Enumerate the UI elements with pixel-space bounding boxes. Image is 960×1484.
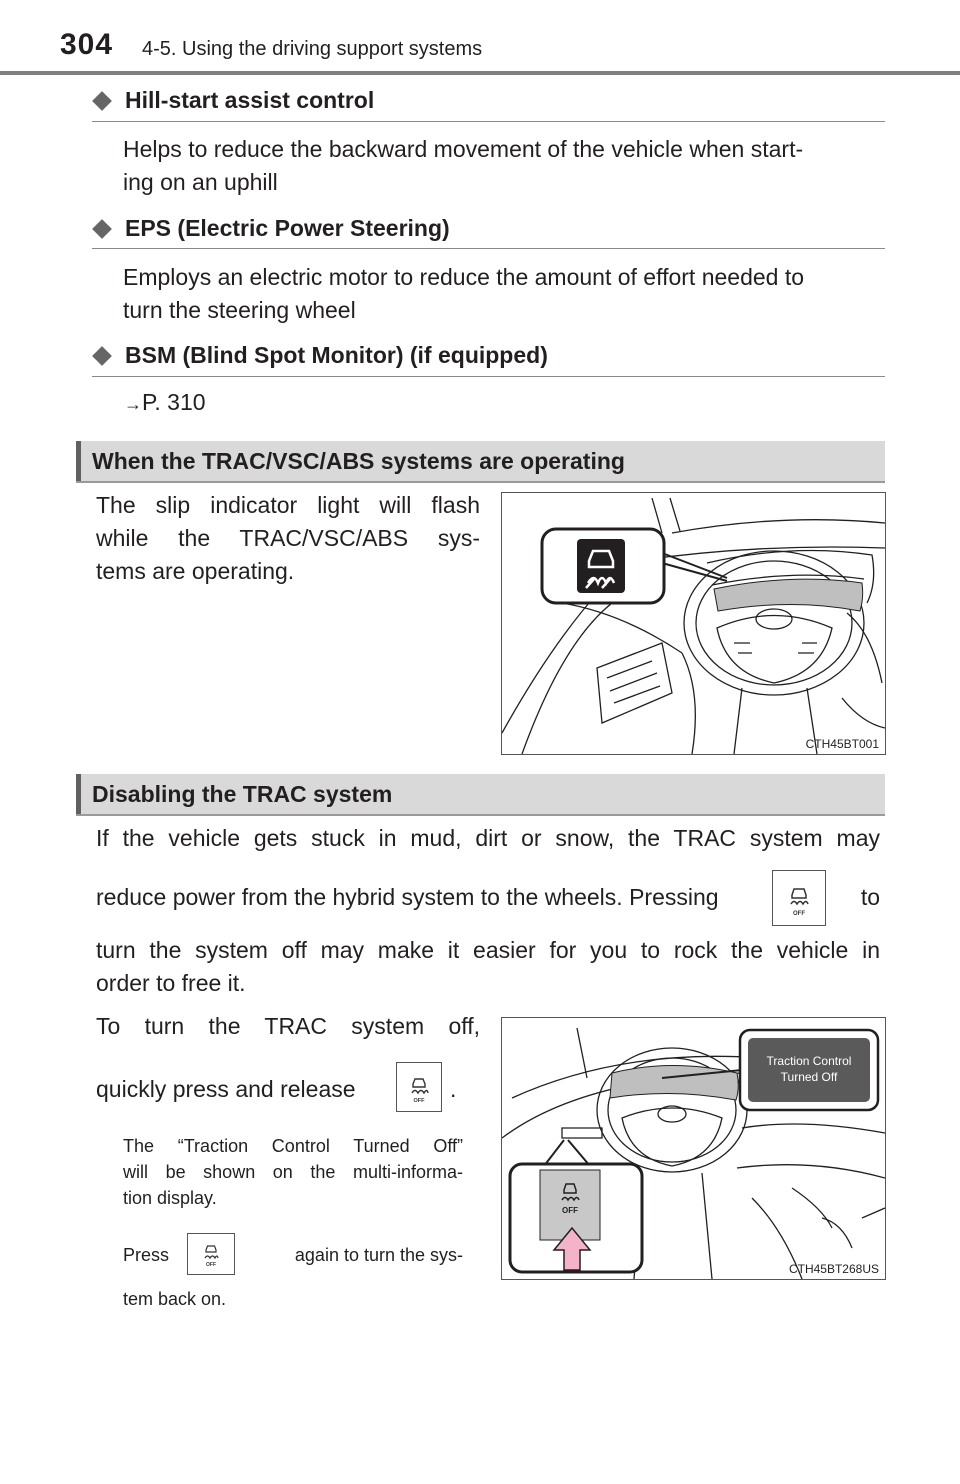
heading-rule (92, 376, 885, 377)
heading-rule (92, 121, 885, 122)
text-fragment: . (450, 1076, 457, 1102)
text-line: The “Traction Control Turned Off” (123, 1136, 463, 1156)
heading-bsm: BSM (Blind Spot Monitor) (if equipped) (92, 342, 548, 369)
svg-text:OFF: OFF (206, 1262, 216, 1268)
bar-accent (76, 774, 81, 814)
display-message-line2: Turned Off (781, 1070, 838, 1084)
reference-text: P. 310 (142, 389, 206, 415)
note-traction-control-message: The “Traction Control Turned Off” will b… (123, 1133, 463, 1211)
bar-accent (76, 441, 81, 481)
text-line-with-button: quickly press and release OFF . (96, 1062, 480, 1118)
text-line-with-button: reduce power from the hybrid system to t… (96, 870, 880, 926)
page-reference-link[interactable]: →P. 310 (124, 389, 206, 416)
section-heading-bar-trac-vsc-abs: When the TRAC/VSC/ABS systems are operat… (76, 441, 885, 483)
text-fragment: quickly press and release (96, 1076, 356, 1102)
svg-text:OFF: OFF (414, 1098, 426, 1104)
press-arrow-icon (552, 1226, 592, 1271)
note-press-again: Press OFF again to turn the sys- (123, 1233, 463, 1277)
svg-text:OFF: OFF (793, 911, 805, 917)
text-line: will be shown on the multi-informa- (123, 1162, 463, 1182)
trac-off-button-icon[interactable]: OFF (772, 870, 826, 926)
diamond-bullet-icon (92, 90, 112, 111)
text-line: tion display. (123, 1188, 217, 1208)
text-line: tem back on. (123, 1289, 227, 1309)
dashboard-illustration (502, 497, 885, 754)
section-heading-text: Disabling the TRAC system (92, 781, 393, 807)
desc-line: ing on an uphill (123, 169, 278, 195)
text-fragment: again to turn the sys- (294, 1245, 463, 1265)
figure-code: CTH45BT268US (788, 1262, 879, 1276)
text-line: while the TRAC/VSC/ABS sys- (96, 525, 480, 551)
section-title: 4-5. Using the driving support systems (142, 38, 483, 60)
heading-text: BSM (Blind Spot Monitor) (if equipped) (125, 342, 548, 368)
text-fragment: Press (123, 1245, 170, 1265)
arrow-right-icon: → (124, 394, 142, 414)
figure-trac-off: Traction Control Turned Off OFF CTH45BT2… (501, 1017, 886, 1280)
diamond-bullet-icon (92, 345, 112, 366)
slip-indicator-icon (577, 539, 625, 593)
desc-line: turn the steering wheel (123, 297, 356, 323)
figure-code: CTH45BT001 (805, 737, 879, 751)
description-eps: Employs an electric motor to reduce the … (123, 261, 880, 327)
page-number: 304 (60, 28, 114, 61)
trac-off-button-icon[interactable]: OFF (396, 1062, 442, 1112)
trac-off-switch-icon: OFF (561, 1183, 580, 1215)
heading-rule (92, 248, 885, 249)
text-line: turn the system off may make it easier f… (96, 937, 880, 963)
text-line: order to free it. (96, 970, 246, 996)
diamond-bullet-icon (92, 218, 112, 239)
text-line: If the vehicle gets stuck in mud, dirt o… (96, 825, 880, 851)
section-heading-text: When the TRAC/VSC/ABS systems are operat… (92, 448, 625, 474)
dashboard-illustration: Traction Control Turned Off OFF (502, 1027, 885, 1279)
text-line: To turn the TRAC system off, (96, 1013, 480, 1039)
header-rule (0, 71, 960, 75)
desc-line: Helps to reduce the backward movement of… (123, 136, 804, 162)
text-fragment: reduce power from the hybrid system to t… (96, 884, 719, 910)
figure-slip-indicator: CTH45BT001 (501, 492, 886, 755)
heading-eps: EPS (Electric Power Steering) (92, 215, 450, 242)
bar-underline (76, 481, 885, 483)
text-line: tems are operating. (96, 558, 295, 584)
desc-line: Employs an electric motor to reduce the … (123, 264, 805, 290)
heading-text: EPS (Electric Power Steering) (125, 215, 450, 241)
heading-hill-start: Hill-start assist control (92, 87, 374, 114)
bar-underline (76, 814, 885, 816)
text-line: The slip indicator light will flash (96, 492, 480, 518)
text-fragment: to (860, 884, 880, 910)
heading-text: Hill-start assist control (125, 87, 375, 113)
slip-indicator-text: The slip indicator light will flash whil… (96, 489, 480, 588)
trac-off-button-icon[interactable]: OFF (187, 1233, 235, 1275)
description-hill-start: Helps to reduce the backward movement of… (123, 133, 880, 199)
section-heading-bar-disabling-trac: Disabling the TRAC system (76, 774, 885, 816)
display-message-line1: Traction Control (767, 1054, 852, 1068)
off-label: OFF (562, 1206, 578, 1215)
